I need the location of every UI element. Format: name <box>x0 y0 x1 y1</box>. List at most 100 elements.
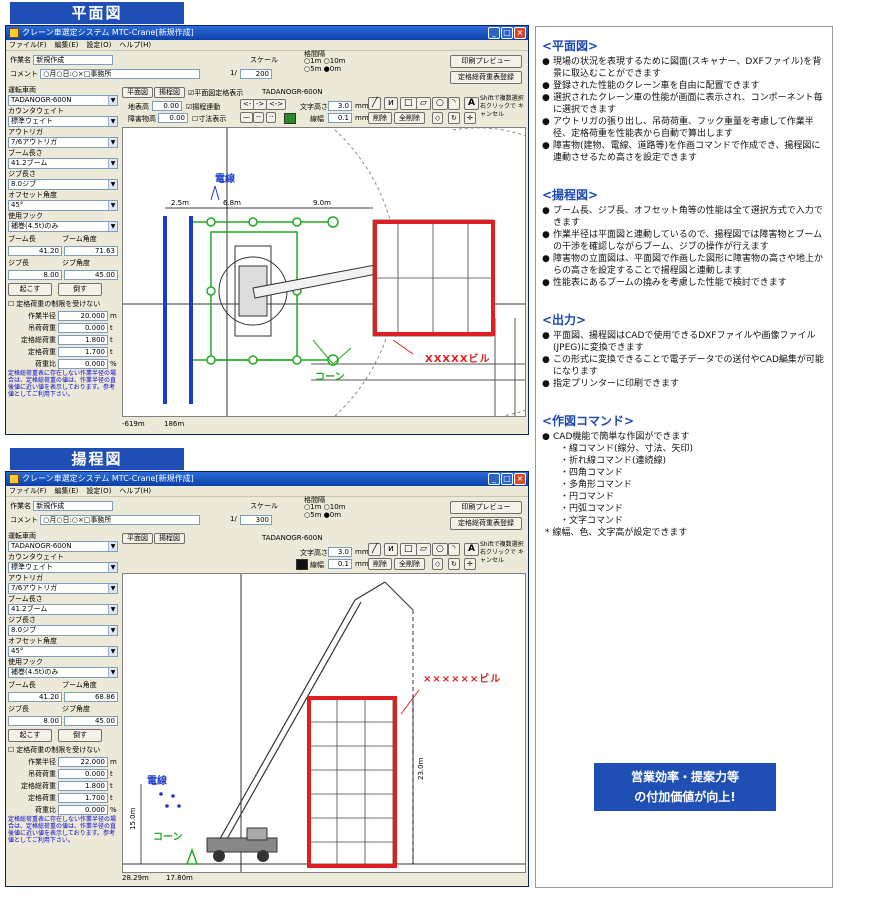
rectangle-tool-icon[interactable]: □ <box>400 97 417 110</box>
maximize-button[interactable]: □ <box>501 473 513 485</box>
grid-option-1m[interactable]: ○1m ○10m <box>304 57 346 65</box>
jib-angle-field[interactable]: 45.00 <box>64 715 118 726</box>
line-width-field[interactable]: 0.1 <box>328 559 352 569</box>
lower-boom-button[interactable]: 倒す <box>58 729 102 742</box>
outrigger-select[interactable]: 7/6アウトリガ▼ <box>8 137 118 148</box>
scale-field[interactable]: 300 <box>240 515 272 525</box>
grid-option-5m[interactable]: ○5m ●0m <box>304 65 342 73</box>
jib-angle-field[interactable]: 45.00 <box>64 269 118 280</box>
select-tool-icon[interactable]: ◇ <box>432 112 444 124</box>
menu-edit[interactable]: 編集(E) <box>54 487 79 495</box>
tab-lift[interactable]: 揚程図 <box>154 533 185 544</box>
boom-length-select[interactable]: 41.2ブーム▼ <box>8 604 118 615</box>
rectangle-tool-icon[interactable]: □ <box>400 543 417 556</box>
lift-canvas[interactable]: コーン 電線 ××××××ビル 15.0m 23.0m <box>122 573 526 873</box>
model-select[interactable]: TADANOGR-600N▼ <box>8 541 118 552</box>
print-preview-button[interactable]: 印刷プレビュー <box>450 501 522 514</box>
line-dot-tool[interactable]: ·· <box>266 112 277 123</box>
rated-load-register-button[interactable]: 定格総荷重表登録 <box>450 517 522 530</box>
ground-height-field[interactable]: 0.00 <box>152 101 182 111</box>
delete-all-button[interactable]: 全削除 <box>394 558 425 570</box>
scale-field[interactable]: 200 <box>240 69 272 79</box>
obstacle-height-field[interactable]: 0.00 <box>158 113 188 123</box>
polygon-tool-icon[interactable]: ▱ <box>416 97 431 110</box>
jib-length-select[interactable]: 8.0ジブ▼ <box>8 179 118 190</box>
boom-length-select[interactable]: 41.2ブーム▼ <box>8 158 118 169</box>
rated-limit-checkbox[interactable]: ☐ <box>8 299 15 308</box>
model-select[interactable]: TADANOGR-600N▼ <box>8 95 118 106</box>
maximize-button[interactable]: □ <box>501 27 513 39</box>
comment-field[interactable]: ○月○日:○×□事務所 <box>40 69 201 79</box>
offset-angle-select[interactable]: 45°▼ <box>8 200 118 211</box>
raise-boom-button[interactable]: 起こす <box>8 729 52 742</box>
menu-edit[interactable]: 編集(E) <box>54 41 79 49</box>
grid-option-5m[interactable]: ○5m ●0m <box>304 511 342 519</box>
menu-file[interactable]: ファイル(F) <box>9 487 47 495</box>
line-width-field[interactable]: 0.1 <box>328 113 352 123</box>
rated-display-checkbox[interactable]: ☑平面図定格表示 <box>188 89 244 97</box>
tab-lift[interactable]: 揚程図 <box>154 87 185 98</box>
hook-select[interactable]: 補巻(4.5t)のみ▼ <box>8 667 118 678</box>
color-swatch[interactable] <box>296 559 308 570</box>
plan-canvas[interactable]: 2.5m 6.8m 9.0m 電線 <box>122 127 526 417</box>
circle-tool-icon[interactable]: ○ <box>432 97 448 110</box>
rotate-tool-icon[interactable]: ↻ <box>448 558 460 570</box>
grid-option-1m[interactable]: ○1m ○10m <box>304 503 346 511</box>
counterweight-select[interactable]: 標準ウェイト▼ <box>8 562 118 573</box>
text-tool-icon[interactable]: A <box>464 97 479 110</box>
jib-length-field[interactable]: 8.00 <box>8 715 62 726</box>
arrow-both-tool[interactable]: <-> <box>266 99 287 110</box>
polyline-tool-icon[interactable]: ᴎ <box>384 543 398 556</box>
circle-tool-icon[interactable]: ○ <box>432 543 448 556</box>
close-button[interactable]: × <box>514 27 526 39</box>
jib-length-field[interactable]: 8.00 <box>8 269 62 280</box>
boom-angle-field[interactable]: 68.86 <box>64 691 118 702</box>
arc-tool-icon[interactable]: ◝ <box>448 97 460 110</box>
delete-all-button[interactable]: 全削除 <box>394 112 425 124</box>
line-tool-icon[interactable]: ╱ <box>368 543 382 556</box>
line-solid-tool[interactable]: — <box>240 112 253 123</box>
lower-boom-button[interactable]: 倒す <box>58 283 102 296</box>
arc-tool-icon[interactable]: ◝ <box>448 543 460 556</box>
rated-limit-checkbox[interactable]: ☐ <box>8 745 15 754</box>
delete-button[interactable]: 削除 <box>368 112 392 124</box>
delete-button[interactable]: 削除 <box>368 558 392 570</box>
menu-settings[interactable]: 設定(O) <box>86 41 112 49</box>
jib-length-select[interactable]: 8.0ジブ▼ <box>8 625 118 636</box>
plan-window-titlebar[interactable]: クレーン車選定システム MTC-Crane[新規作成] _ □ × <box>6 26 528 40</box>
raise-boom-button[interactable]: 起こす <box>8 283 52 296</box>
rotate-tool-icon[interactable]: ↻ <box>448 112 460 124</box>
tab-plan[interactable]: 平面図 <box>122 87 153 98</box>
lift-link-checkbox[interactable]: ☑揚程連動 <box>186 103 221 111</box>
tab-plan[interactable]: 平面図 <box>122 533 153 544</box>
line-dash-tool[interactable]: -- <box>253 112 265 123</box>
move-tool-icon[interactable]: ✛ <box>464 112 476 124</box>
minimize-button[interactable]: _ <box>488 473 500 485</box>
offset-angle-select[interactable]: 45°▼ <box>8 646 118 657</box>
text-tool-icon[interactable]: A <box>464 543 479 556</box>
text-height-field[interactable]: 3.0 <box>328 547 352 557</box>
hook-load-field[interactable]: 0.000 <box>58 768 108 779</box>
select-tool-icon[interactable]: ◇ <box>432 558 444 570</box>
lift-window-titlebar[interactable]: クレーン車選定システム MTC-Crane[新規作成] _ □ × <box>6 472 528 486</box>
rated-load-register-button[interactable]: 定格総荷重表登録 <box>450 71 522 84</box>
polygon-tool-icon[interactable]: ▱ <box>416 543 431 556</box>
minimize-button[interactable]: _ <box>488 27 500 39</box>
hook-select[interactable]: 補巻(4.5t)のみ▼ <box>8 221 118 232</box>
text-height-field[interactable]: 3.0 <box>328 101 352 111</box>
comment-field[interactable]: ○月○日:○×□事務所 <box>40 515 201 525</box>
menu-settings[interactable]: 設定(O) <box>86 487 112 495</box>
menu-help[interactable]: ヘルプ(H) <box>119 41 152 49</box>
counterweight-select[interactable]: 標準ウェイト▼ <box>8 116 118 127</box>
polyline-tool-icon[interactable]: ᴎ <box>384 97 398 110</box>
dim-display-checkbox[interactable]: ☐寸法表示 <box>192 115 227 123</box>
move-tool-icon[interactable]: ✛ <box>464 558 476 570</box>
print-preview-button[interactable]: 印刷プレビュー <box>450 55 522 68</box>
boom-length-field[interactable]: 41.20 <box>8 245 62 256</box>
line-tool-icon[interactable]: ╱ <box>368 97 382 110</box>
outrigger-select[interactable]: 7/6アウトリガ▼ <box>8 583 118 594</box>
menu-help[interactable]: ヘルプ(H) <box>119 487 152 495</box>
boom-length-field[interactable]: 41.20 <box>8 691 62 702</box>
job-name-field[interactable]: 新規作成 <box>33 501 114 511</box>
job-name-field[interactable]: 新規作成 <box>33 55 114 65</box>
